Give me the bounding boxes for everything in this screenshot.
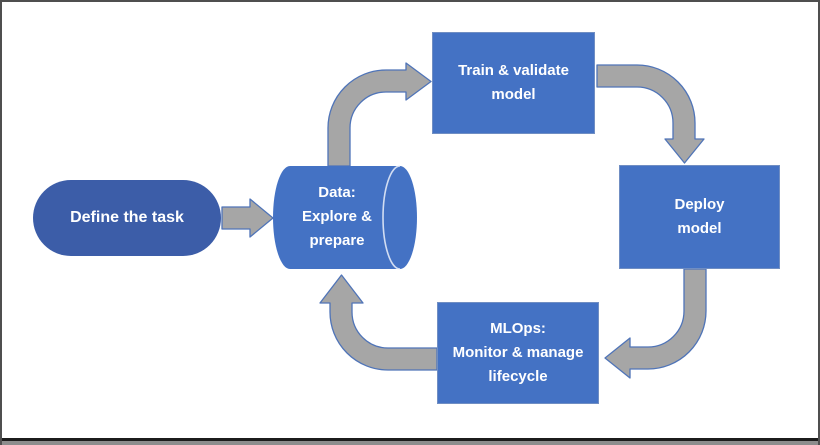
node-train-label: Train & validate model	[458, 62, 569, 103]
curved-arrow-train-to-deploy	[596, 64, 705, 164]
node-define-task: Define the task	[33, 180, 221, 256]
node-data-explore-prepare: Data: Explore & prepare	[274, 165, 400, 269]
frame-bottom-shadow	[2, 441, 818, 445]
node-mlops-monitor-manage: MLOps: Monitor & manage lifecycle	[437, 302, 599, 404]
frame-bottom-border	[2, 438, 818, 441]
cylinder-rim-line	[382, 165, 401, 270]
node-data-label: Data: Explore & prepare	[301, 184, 373, 249]
node-deploy-model: Deploy model	[619, 165, 780, 269]
node-mlops-label: MLOps: Monitor & manage lifecycle	[452, 320, 584, 385]
curved-arrow-data-to-train	[327, 62, 432, 167]
data-cylinder-shape	[273, 165, 417, 270]
curved-arrow-deploy-to-mlops	[604, 268, 707, 379]
node-deploy-label: Deploy model	[674, 196, 725, 237]
node-define-task-label: Define the task	[70, 209, 184, 226]
curved-arrow-mlops-to-data	[319, 274, 438, 371]
node-train-validate-model: Train & validate model	[432, 32, 595, 134]
